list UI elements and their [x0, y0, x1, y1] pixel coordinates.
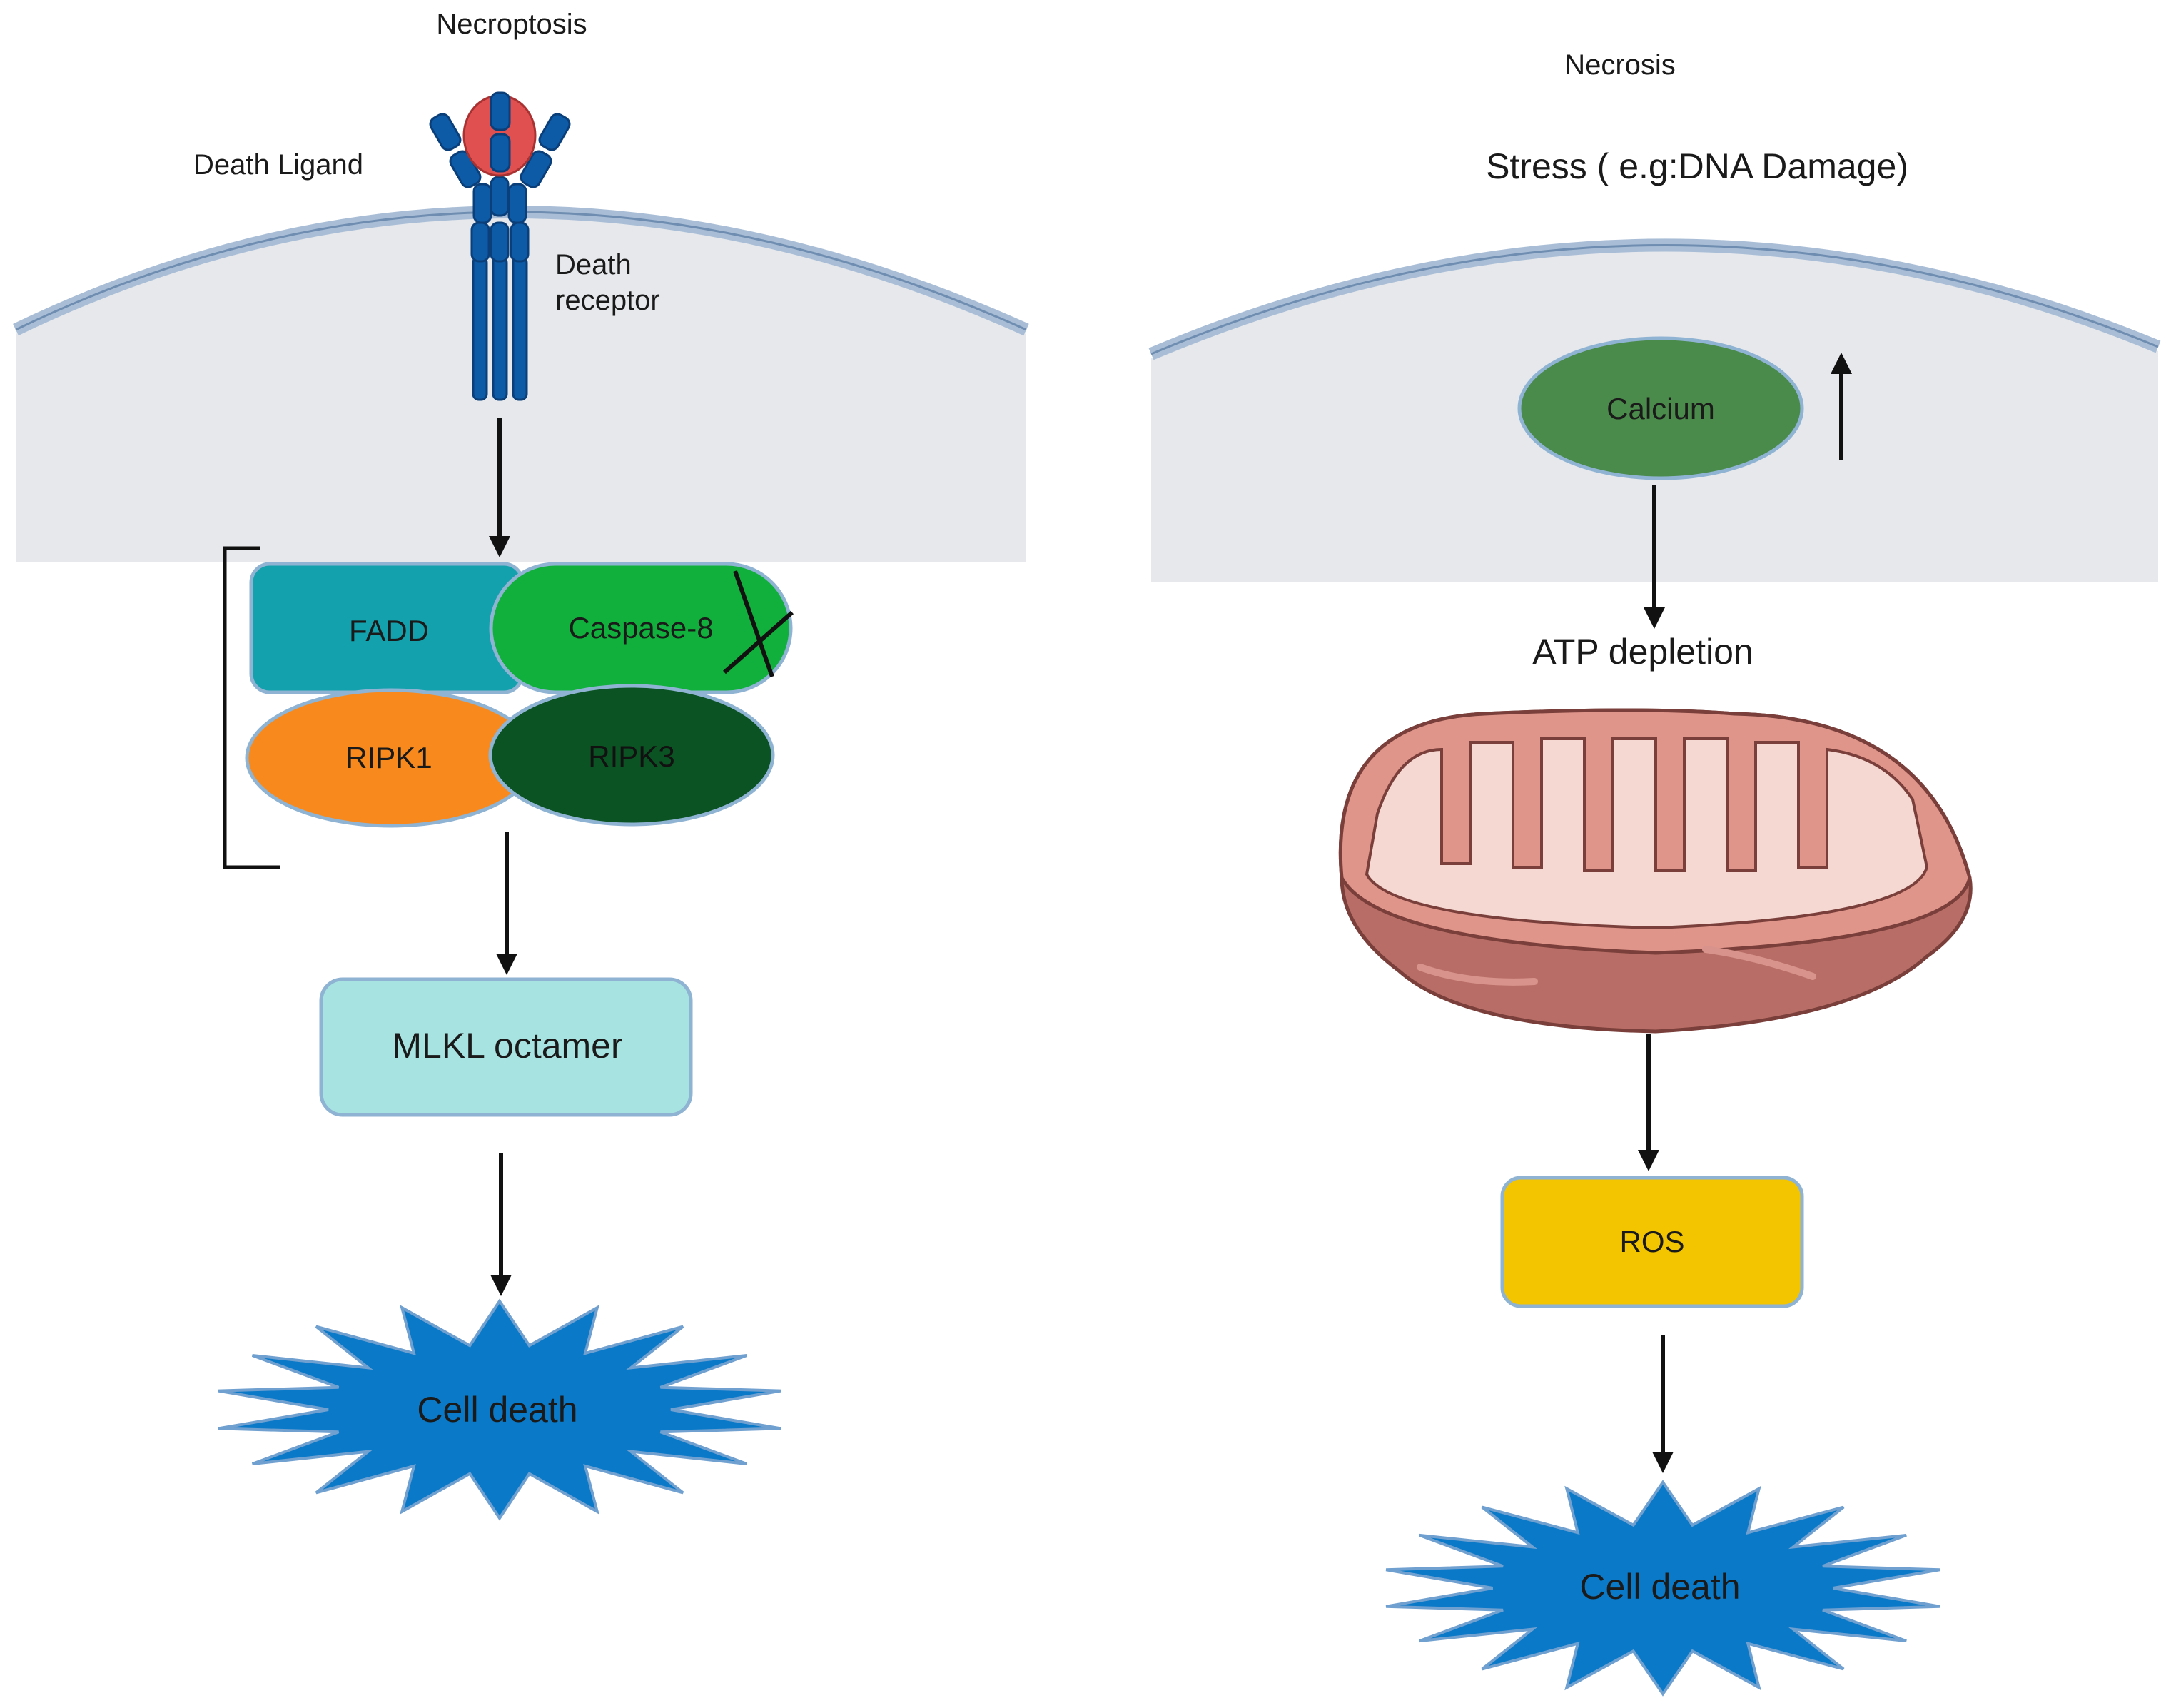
mlkl-label: MLKL octamer: [392, 1026, 622, 1066]
necroptosis-panel: Necroptosis Death Ligand Death receptor: [13, 9, 1029, 1521]
calcium-label: Calcium: [1606, 392, 1715, 425]
stress-label: Stress ( e.g:DNA Damage): [1486, 146, 1908, 186]
death-receptor-icon: [429, 113, 571, 401]
death-ligand-icon: [462, 91, 537, 177]
necrosis-title: Necrosis: [1564, 49, 1676, 81]
death-ligand-label: Death Ligand: [193, 149, 363, 181]
caspase8-label: Caspase-8: [568, 611, 713, 645]
fadd-label: FADD: [349, 614, 429, 647]
ripk3-shape: [488, 684, 775, 827]
cell-death-burst-right: [1385, 1480, 1940, 1697]
cell-death-burst-left: [218, 1298, 781, 1521]
mlkl-box: [319, 977, 693, 1117]
cell-death-label-right: Cell death: [1579, 1567, 1740, 1607]
mitochondrion-icon: [1338, 708, 1973, 1034]
ros-box: [1500, 1176, 1804, 1308]
ripk3-label: RIPK3: [588, 739, 674, 773]
necrosis-panel: Necrosis Stress ( e.g:DNA Damage) Calciu…: [1148, 49, 2161, 1697]
ros-label: ROS: [1619, 1225, 1684, 1258]
calcium-shape: [1517, 336, 1804, 480]
atp-depletion-label: ATP depletion: [1532, 632, 1753, 672]
inhibited-x-icon: [723, 570, 794, 677]
complex-bracket: [223, 546, 280, 869]
death-receptor-label-1: Death: [555, 249, 632, 281]
necroptosis-title: Necroptosis: [436, 9, 587, 40]
cell-death-label-left: Cell death: [417, 1390, 577, 1430]
ripk1-label: RIPK1: [345, 741, 432, 774]
death-receptor-label-2: receptor: [555, 285, 660, 316]
